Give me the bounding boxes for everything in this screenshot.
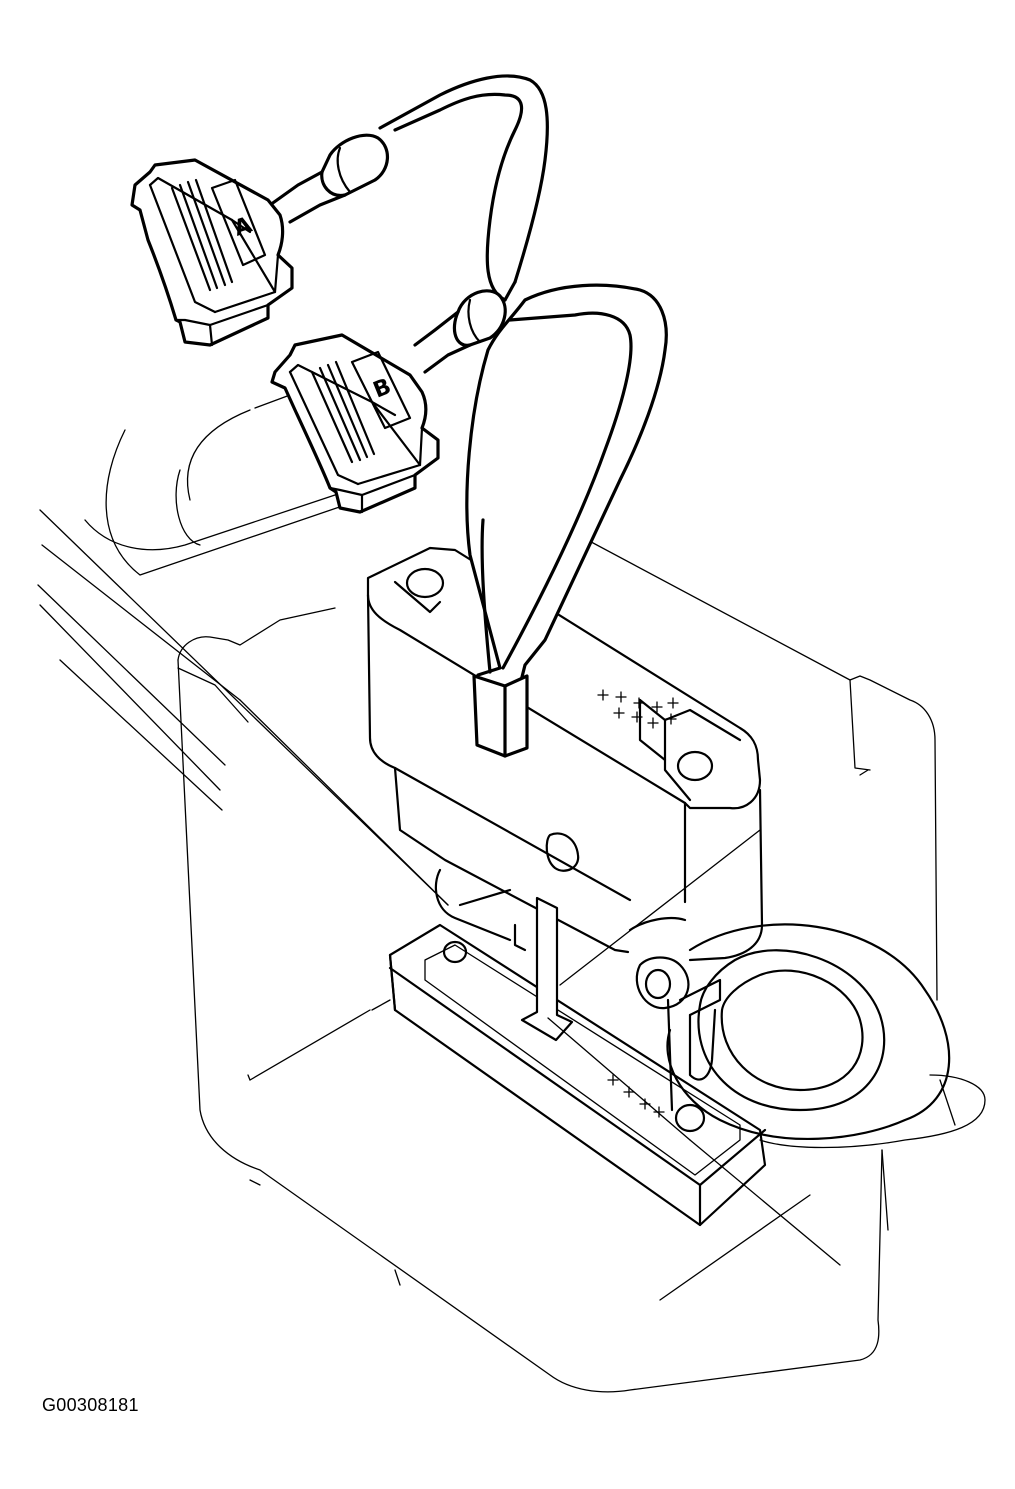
background-curves [84, 394, 361, 576]
connector-b-boot [413, 289, 507, 374]
cable-harness [378, 74, 668, 758]
connector-a-boot [268, 133, 389, 224]
pointer-lines [547, 829, 761, 1141]
socket-block [388, 923, 767, 1227]
connector-b-ribs [310, 360, 376, 464]
connector-b: B [270, 333, 440, 514]
connector-a-label: A [231, 213, 255, 242]
connector-a: A [130, 158, 294, 347]
insertion-arrow [520, 896, 574, 1042]
ring-fixture [666, 923, 986, 1149]
housing-box [177, 506, 938, 1393]
connector-a-ribs [170, 178, 234, 292]
background-rails [37, 509, 449, 906]
module-plus-marks [597, 689, 679, 729]
module-pins [434, 868, 722, 1112]
module-body [366, 546, 764, 962]
figure-id-label: G00308181 [42, 1395, 139, 1415]
